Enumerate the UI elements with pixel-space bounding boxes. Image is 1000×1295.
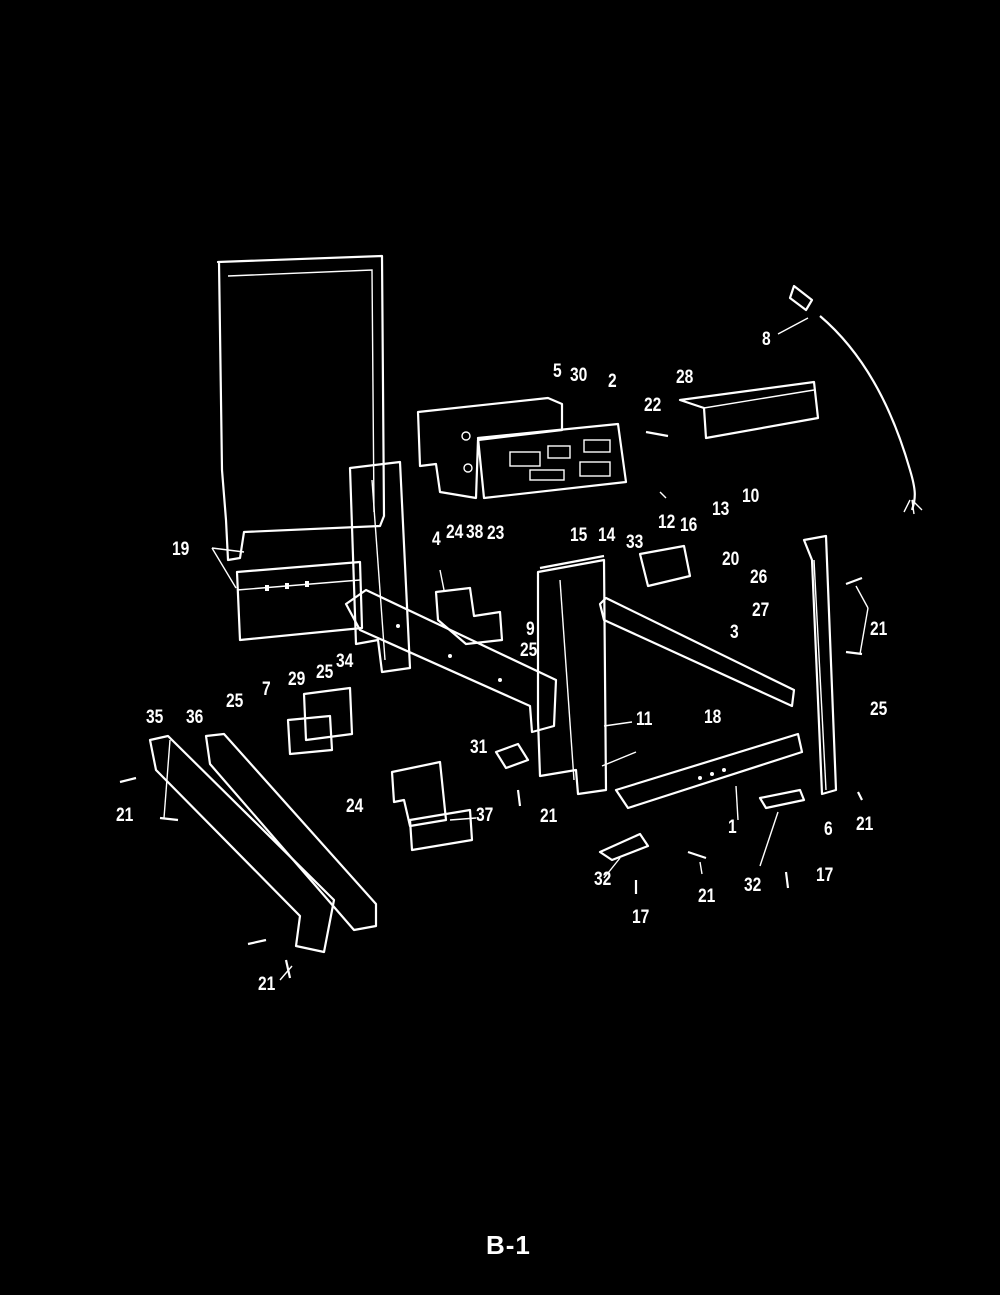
callout-21: 21 — [856, 814, 874, 835]
part-control-board — [476, 422, 628, 500]
part-side-rail — [802, 534, 838, 796]
callout-24: 24 — [446, 522, 464, 543]
callout-17: 17 — [816, 865, 834, 886]
callout-18: 18 — [704, 707, 722, 728]
part-screws — [119, 430, 863, 979]
callout-14: 14 — [598, 525, 616, 546]
callout-3: 3 — [730, 622, 739, 643]
part-front-bracket — [614, 732, 804, 810]
callout-35: 35 — [146, 707, 164, 728]
callout-22: 22 — [644, 395, 662, 416]
part-power-cord — [788, 284, 923, 515]
callout-21: 21 — [258, 974, 276, 995]
callout-16: 16 — [680, 515, 698, 536]
callout-19: 19 — [172, 539, 190, 560]
callout-10: 10 — [742, 486, 760, 507]
callout-30: 30 — [570, 365, 588, 386]
callout-9: 9 — [526, 619, 535, 640]
part-rear-panel — [216, 254, 386, 642]
callout-29: 29 — [288, 669, 306, 690]
callout-38: 38 — [466, 522, 484, 543]
callout-25: 25 — [520, 640, 538, 661]
page-label: B-1 — [486, 1230, 531, 1260]
callout-17: 17 — [632, 907, 650, 928]
callout-33: 33 — [626, 532, 644, 553]
part-bracket — [434, 586, 504, 646]
callout-27: 27 — [752, 600, 770, 621]
part-cover — [678, 380, 820, 440]
callout-23: 23 — [487, 523, 505, 544]
callout-21: 21 — [540, 806, 558, 827]
part-left-upright — [348, 460, 412, 674]
part-cross-member — [344, 588, 558, 734]
callout-11: 11 — [636, 709, 653, 730]
callout-32: 32 — [744, 875, 762, 896]
part-hinge-assembly — [390, 760, 474, 852]
callout-25: 25 — [226, 691, 244, 712]
part-small-panel — [286, 686, 354, 756]
part-switch — [638, 544, 692, 588]
callout-36: 36 — [186, 707, 204, 728]
callout-5: 5 — [553, 361, 562, 382]
callout-15: 15 — [570, 525, 588, 546]
callout-24: 24 — [346, 796, 364, 817]
callout-13: 13 — [712, 499, 730, 520]
callout-37: 37 — [476, 805, 494, 826]
callout-1: 1 — [728, 817, 737, 838]
part-rail — [598, 596, 796, 708]
callout-20: 20 — [722, 549, 740, 570]
callout-25: 25 — [870, 699, 888, 720]
callout-34: 34 — [336, 651, 354, 672]
callout-26: 26 — [750, 567, 768, 588]
callout-7: 7 — [262, 679, 271, 700]
callout-21: 21 — [698, 886, 716, 907]
callout-12: 12 — [658, 512, 676, 533]
part-control-bracket — [416, 396, 564, 500]
callout-2: 2 — [608, 371, 617, 392]
callout-4: 4 — [432, 529, 441, 550]
callout-32: 32 — [594, 869, 612, 890]
callout-31: 31 — [470, 737, 488, 758]
callout-6: 6 — [824, 819, 833, 840]
part-clips — [494, 742, 806, 862]
part-base-rails — [148, 732, 378, 954]
callout-21: 21 — [116, 805, 134, 826]
callout-21: 21 — [870, 619, 888, 640]
leader-lines — [163, 317, 869, 981]
callout-28: 28 — [676, 367, 694, 388]
callout-8: 8 — [762, 329, 771, 350]
callout-25: 25 — [316, 662, 334, 683]
